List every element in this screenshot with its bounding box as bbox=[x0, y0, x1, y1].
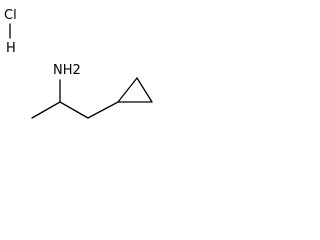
chemical-structure: Cl H NH2 bbox=[4, 8, 153, 119]
chain-bond-2 bbox=[87, 101, 119, 119]
chain-bond-1 bbox=[59, 101, 89, 119]
hydrogen-label: H bbox=[6, 41, 16, 56]
molecule-canvas: Cl H NH2 bbox=[0, 0, 155, 132]
amine-label: NH2 bbox=[53, 63, 81, 78]
chlorine-label: Cl bbox=[4, 8, 17, 23]
methyl-bond bbox=[31, 101, 61, 119]
cyclopropyl-ring bbox=[117, 77, 153, 103]
